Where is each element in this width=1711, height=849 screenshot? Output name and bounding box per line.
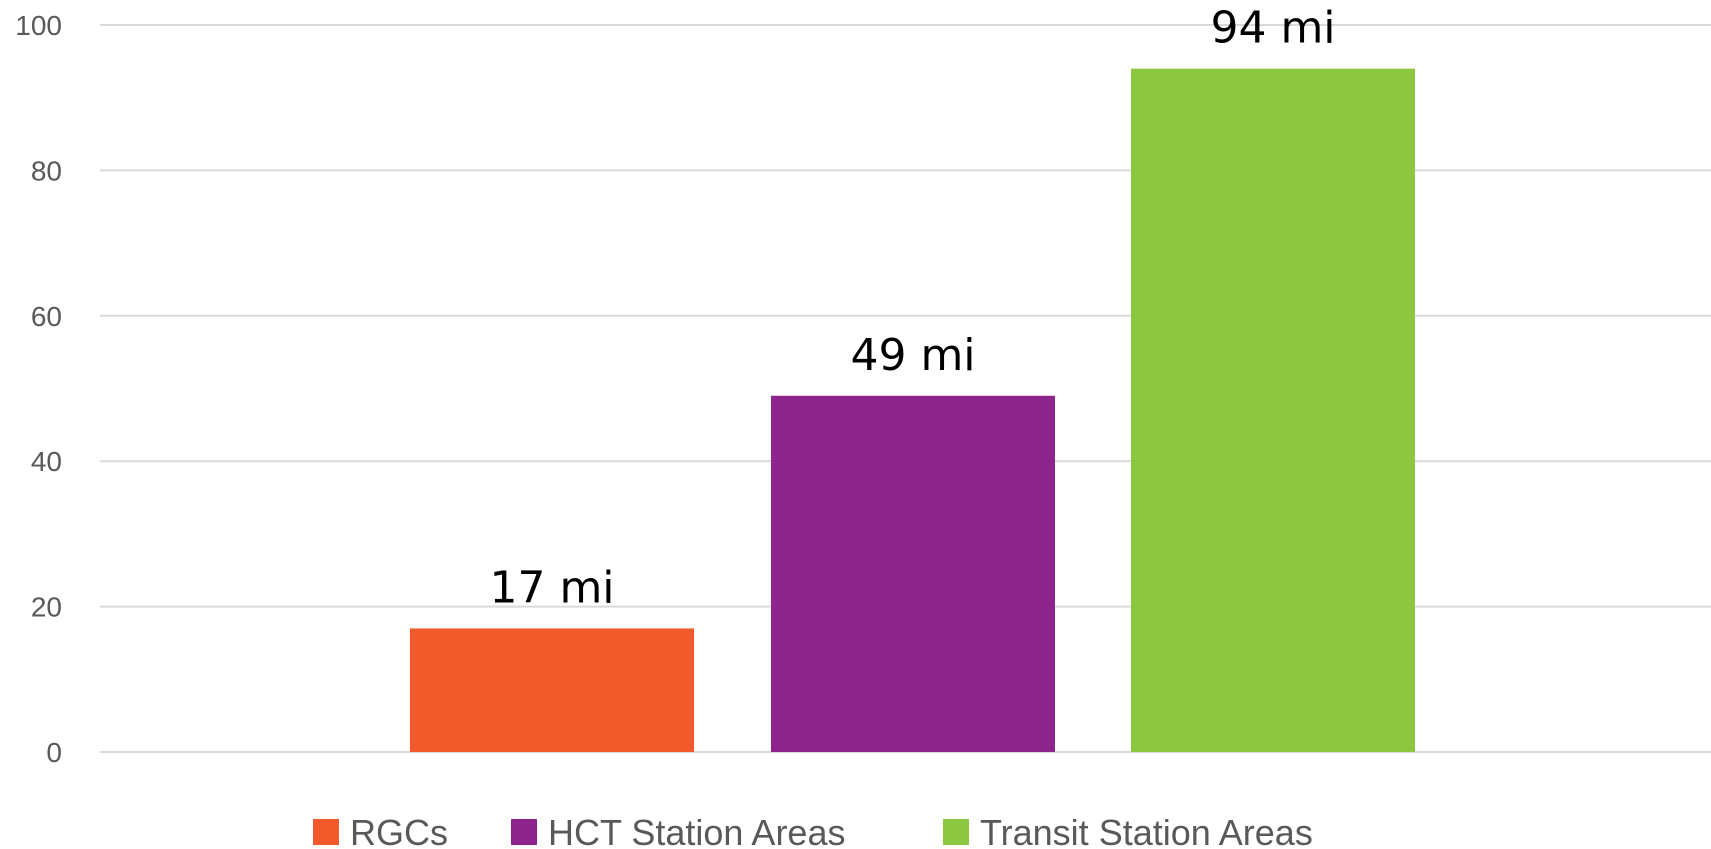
y-tick-label: 40 bbox=[31, 446, 62, 477]
legend-swatch bbox=[511, 819, 537, 845]
legend-label: Transit Station Areas bbox=[980, 812, 1313, 849]
legend: RGCs HCT Station Areas Transit Station Are… bbox=[313, 812, 1313, 849]
bar-transit-station-areas bbox=[1131, 68, 1415, 753]
legend-entry: Transit Station Areas bbox=[943, 812, 1313, 849]
y-tick-label: 80 bbox=[31, 155, 62, 186]
legend-swatch bbox=[313, 819, 339, 845]
data-label: 94 mi bbox=[1210, 3, 1335, 54]
bar-rgcs bbox=[410, 628, 694, 752]
y-tick-label: 20 bbox=[31, 592, 62, 623]
legend-entry: RGCs bbox=[313, 812, 448, 849]
data-labels: 17 mi 49 mi 94 mi bbox=[489, 3, 1335, 614]
legend-label: RGCs bbox=[350, 812, 448, 849]
legend-entry: HCT Station Areas bbox=[511, 812, 845, 849]
y-tick-label: 0 bbox=[46, 737, 62, 768]
y-tick-label: 100 bbox=[15, 10, 62, 41]
legend-swatch bbox=[943, 819, 969, 845]
legend-label: HCT Station Areas bbox=[548, 812, 845, 849]
y-axis-tick-labels: 0 20 40 60 80 100 bbox=[15, 10, 62, 768]
bars bbox=[410, 68, 1415, 753]
data-label: 49 mi bbox=[850, 330, 975, 381]
y-tick-label: 60 bbox=[31, 301, 62, 332]
bar-hct-station-areas bbox=[771, 395, 1055, 752]
data-label: 17 mi bbox=[489, 562, 614, 613]
